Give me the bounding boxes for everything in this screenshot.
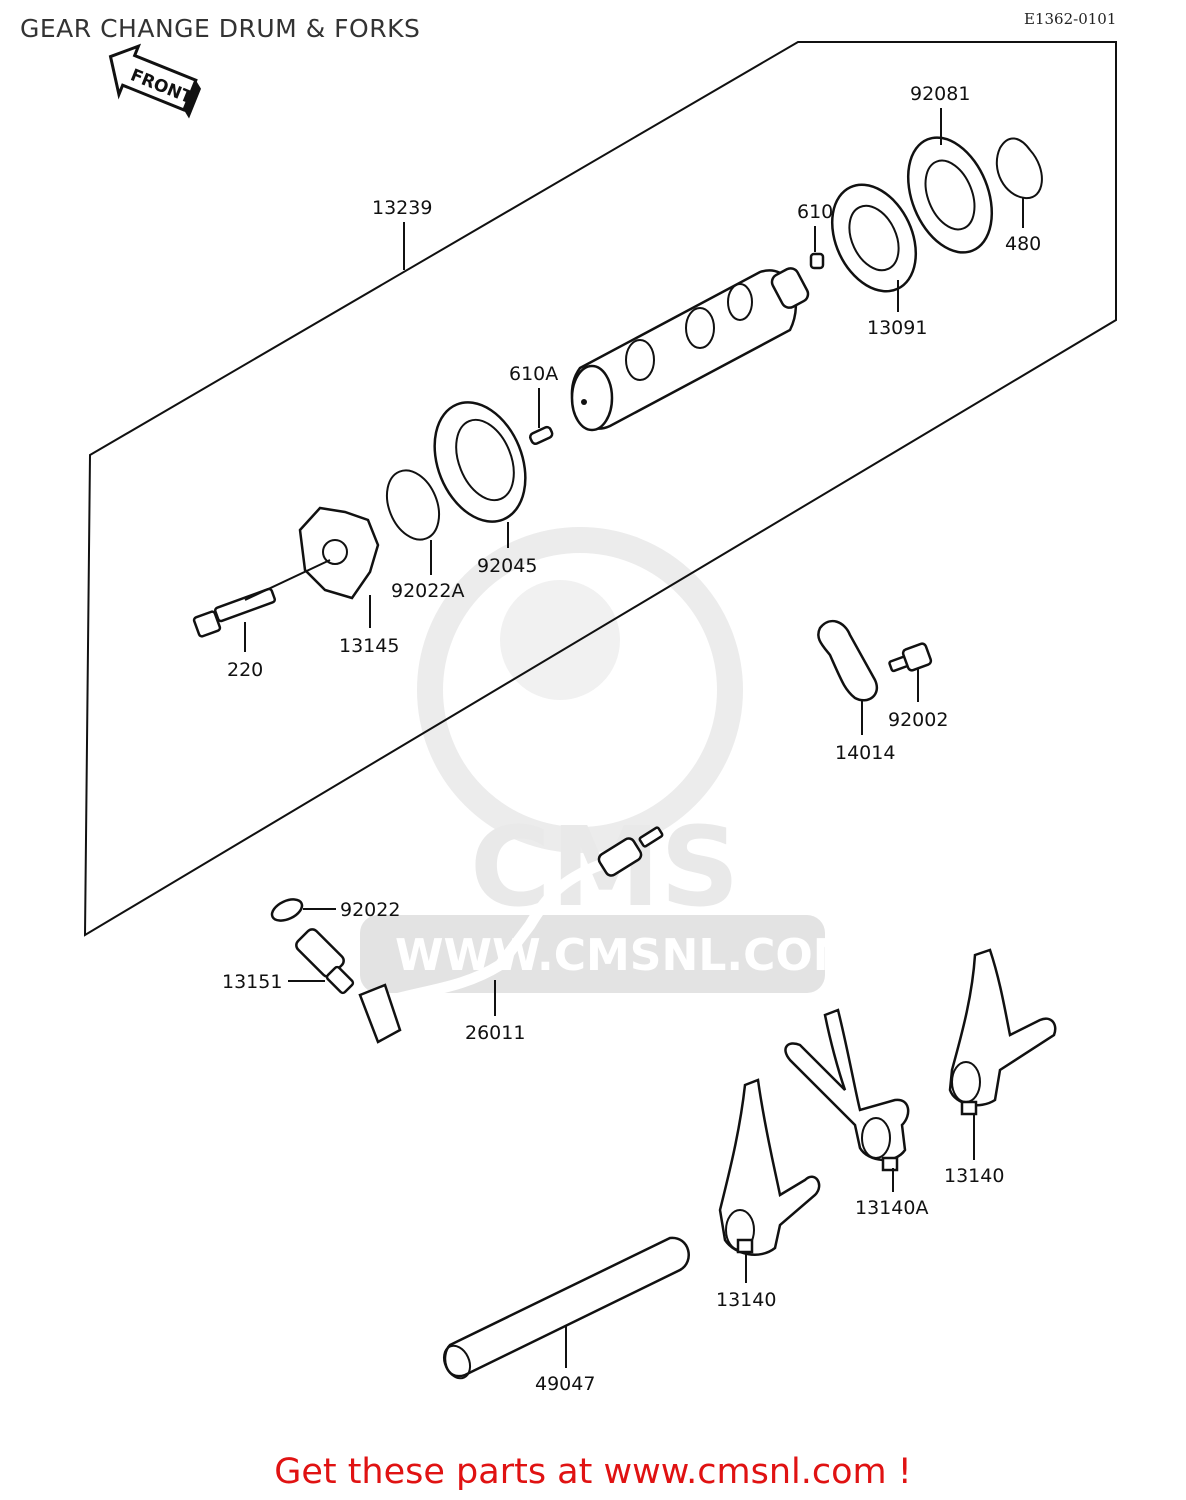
shift-drum-groove-1 — [625, 339, 655, 381]
switch-13151 — [295, 928, 355, 995]
fork-13140-right — [948, 948, 1057, 1116]
plate-inner — [848, 204, 900, 272]
diagram-code: E1362-0101 — [1024, 10, 1117, 28]
part-labels: 92081 480 13239 610 13091 610A 92045 920… — [222, 83, 1041, 1395]
pin-610 — [809, 252, 825, 270]
shift-drum-hole — [581, 399, 587, 405]
part-label-13145[interactable]: 13145 — [339, 635, 399, 657]
part-label-13140A[interactable]: 13140A — [855, 1197, 928, 1219]
front-arrow-shadow — [183, 80, 202, 119]
footer-link[interactable]: Get these parts at www.cmsnl.com ! — [274, 1452, 912, 1492]
watermark-mascot-head — [500, 580, 620, 700]
shaft-49047 — [442, 1236, 690, 1380]
leader-lines — [244, 108, 1024, 1368]
fork-13140-right-body — [948, 948, 1057, 1107]
fork-13140-left-body — [718, 1078, 821, 1256]
part-label-14014[interactable]: 14014 — [835, 742, 895, 764]
bolt-92002 — [888, 642, 933, 673]
part-label-92022[interactable]: 92022 — [340, 899, 400, 921]
watermark-url: WWW.CMSNL.COM — [395, 930, 857, 981]
circlip-480 — [995, 137, 1043, 200]
bearing-92045 — [433, 401, 527, 523]
part-label-610[interactable]: 610 — [797, 201, 833, 223]
bearing-outer — [433, 401, 527, 523]
shaft-end — [442, 1344, 472, 1380]
watermark-mascot — [417, 527, 743, 853]
washer-92022 — [270, 898, 304, 922]
bearing-inner — [455, 418, 515, 502]
lever-plate-14014 — [817, 619, 878, 702]
part-label-480[interactable]: 480 — [1005, 233, 1041, 255]
gear-plate-inner — [924, 159, 976, 231]
pin-610A — [528, 425, 554, 446]
bolt-220-head — [192, 610, 222, 638]
lead-26011 — [358, 826, 664, 1044]
lead-connector — [597, 837, 643, 877]
fork-13140-left — [718, 1078, 821, 1256]
assembly-boundary — [83, 41, 1117, 937]
part-label-92045[interactable]: 92045 — [477, 555, 537, 577]
shift-drum-groove-2 — [685, 307, 715, 349]
leader-axis-220 — [244, 559, 331, 601]
part-label-13239[interactable]: 13239 — [372, 197, 432, 219]
part-label-610A[interactable]: 610A — [509, 363, 558, 385]
o-ring-92022A — [385, 469, 441, 541]
front-arrow: FRONT — [108, 43, 202, 119]
bolt-92002-head — [901, 642, 933, 672]
part-label-49047[interactable]: 49047 — [535, 1373, 595, 1395]
bolt-220-shank — [214, 587, 276, 623]
lead-boot — [358, 983, 402, 1044]
fork-13140A-bore — [861, 1117, 891, 1159]
holder-hole — [322, 539, 348, 565]
holder-body — [298, 506, 380, 600]
part-label-13151[interactable]: 13151 — [222, 971, 282, 993]
part-label-92081[interactable]: 92081 — [910, 83, 970, 105]
fork-13140A-pin — [881, 1156, 899, 1172]
watermark: CMS WWW.CMSNL.COM — [360, 527, 857, 993]
diagram-title: GEAR CHANGE DRUM & FORKS — [20, 14, 421, 43]
part-label-92022A[interactable]: 92022A — [391, 580, 464, 602]
part-label-26011[interactable]: 26011 — [465, 1022, 525, 1044]
lead-pin — [638, 826, 664, 848]
holder-13145 — [298, 506, 380, 600]
shift-drum-end — [570, 364, 614, 432]
switch-tip — [325, 965, 355, 995]
shaft-body — [443, 1236, 690, 1378]
fork-13140A — [784, 1008, 910, 1172]
part-label-13091[interactable]: 13091 — [867, 317, 927, 339]
part-label-13140-right[interactable]: 13140 — [944, 1165, 1004, 1187]
shift-drum-groove-3 — [727, 283, 753, 321]
lead-cable-fill — [373, 859, 602, 1011]
bolt-220 — [192, 587, 276, 638]
shift-drum-shaft — [770, 267, 810, 309]
gear-plate-92081 — [906, 136, 994, 254]
shift-drum-13239 — [570, 267, 810, 432]
part-label-13140-left[interactable]: 13140 — [716, 1289, 776, 1311]
fork-13140-left-pin — [736, 1238, 754, 1254]
part-label-220[interactable]: 220 — [227, 659, 263, 681]
front-arrow-shape — [108, 43, 198, 112]
fork-13140-right-pin — [960, 1100, 978, 1116]
part-label-92002[interactable]: 92002 — [888, 709, 948, 731]
